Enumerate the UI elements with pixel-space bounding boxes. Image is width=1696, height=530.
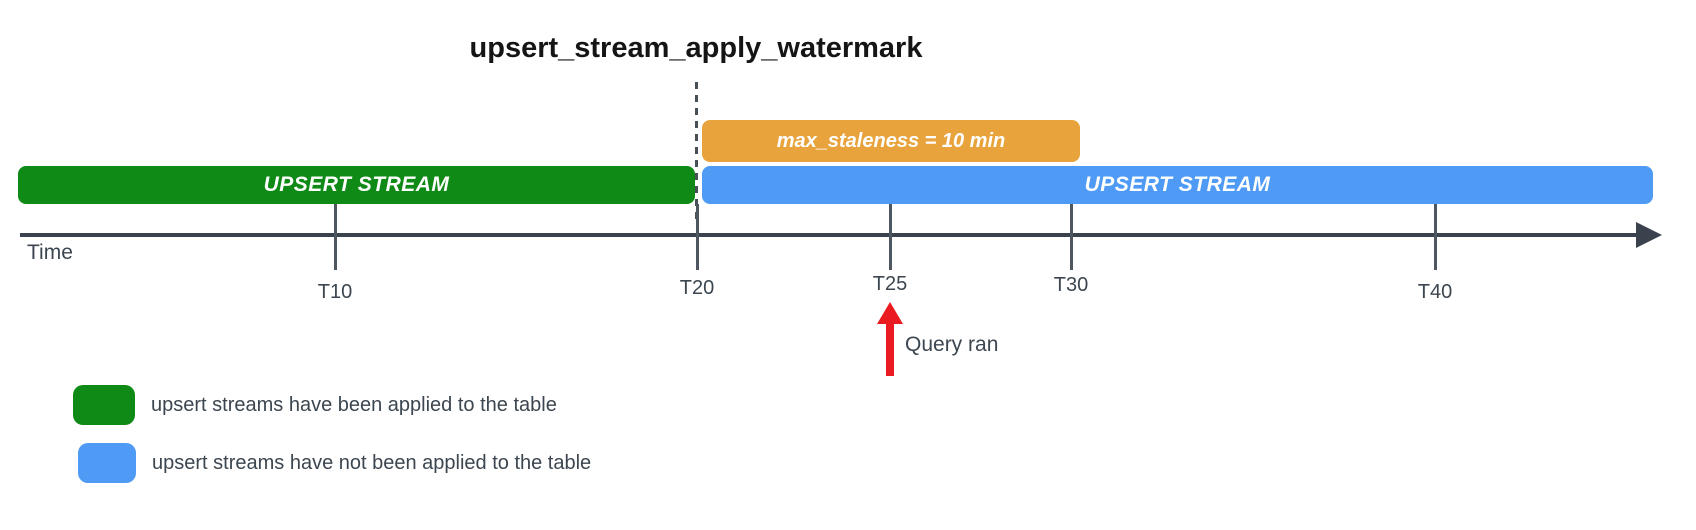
legend-label: upsert streams have not been applied to …: [152, 451, 592, 474]
legend-swatch-blue: [78, 443, 136, 483]
tick-label-t40: T40: [1417, 281, 1453, 303]
legend-item: upsert streams have been applied to the …: [73, 385, 591, 425]
tick-t10: [334, 204, 337, 270]
time-axis-line: [20, 233, 1640, 237]
tick-t40: [1434, 204, 1437, 270]
diagram-title: upsert_stream_apply_watermark: [469, 32, 923, 64]
time-axis-arrowhead-icon: [1636, 222, 1662, 248]
tick-label-t25: T25: [872, 273, 908, 295]
legend: upsert streams have been applied to the …: [73, 385, 591, 501]
unapplied-upsert-stream-bar: UPSERT STREAM: [702, 166, 1653, 204]
legend-swatch-green: [73, 385, 135, 425]
unapplied-upsert-stream-label: UPSERT STREAM: [1084, 173, 1271, 196]
applied-upsert-stream-label: UPSERT STREAM: [263, 173, 450, 196]
watermark-dashed-line: [695, 82, 698, 222]
tick-label-t20: T20: [679, 277, 715, 299]
tick-t30: [1070, 204, 1073, 270]
max-staleness-box: max_staleness = 10 min: [702, 120, 1080, 162]
tick-t20: [696, 204, 699, 270]
max-staleness-label: max_staleness = 10 min: [776, 129, 1006, 152]
query-ran-arrow-icon: [877, 302, 903, 324]
legend-item: upsert streams have not been applied to …: [73, 443, 591, 483]
query-ran-label: Query ran: [905, 333, 999, 356]
tick-label-t30: T30: [1053, 274, 1089, 296]
applied-upsert-stream-bar: UPSERT STREAM: [18, 166, 695, 204]
time-axis-label: Time: [27, 241, 73, 264]
tick-label-t10: T10: [317, 281, 353, 303]
tick-t25: [889, 204, 892, 270]
legend-label: upsert streams have been applied to the …: [151, 393, 557, 416]
query-ran-arrow-shaft: [886, 321, 894, 376]
